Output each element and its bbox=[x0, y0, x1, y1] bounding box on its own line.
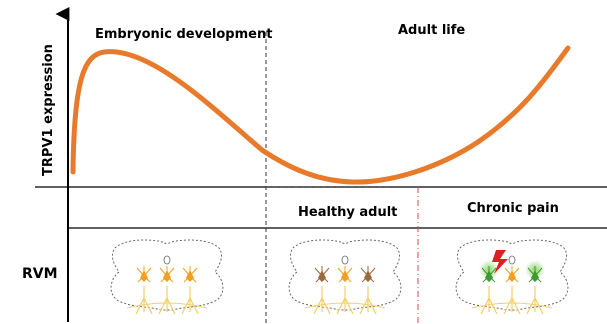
midline-ventricle bbox=[509, 256, 515, 264]
axon bbox=[481, 286, 497, 314]
y-axis-label: TRPV1 expression bbox=[41, 44, 56, 176]
axon bbox=[337, 286, 353, 314]
axon bbox=[360, 286, 376, 314]
healthy-adult-label: Healthy adult bbox=[298, 205, 397, 220]
neuron-soma bbox=[318, 270, 326, 282]
axon bbox=[504, 286, 520, 314]
axon bbox=[182, 286, 198, 314]
midline-ventricle bbox=[342, 256, 348, 264]
neuron-soma bbox=[364, 270, 372, 282]
axon bbox=[314, 286, 330, 314]
neuron-soma bbox=[341, 270, 349, 282]
rvm-panel-embryonic bbox=[111, 240, 223, 314]
neuron-soma bbox=[508, 270, 516, 282]
chronic-pain-label: Chronic pain bbox=[467, 201, 559, 216]
axon bbox=[159, 286, 175, 314]
rvm-label: RVM bbox=[22, 266, 58, 282]
rvm-panel-pain bbox=[456, 240, 568, 314]
trpv1-expression-curve bbox=[73, 48, 568, 182]
embryonic-label: Embryonic development bbox=[95, 27, 272, 42]
axon bbox=[527, 286, 543, 314]
adult-life-label: Adult life bbox=[398, 23, 465, 38]
neuron-soma bbox=[163, 270, 171, 282]
neuron-soma bbox=[186, 270, 194, 282]
axon bbox=[136, 286, 152, 314]
midline-ventricle bbox=[164, 256, 170, 264]
neuron-soma bbox=[140, 270, 148, 282]
rvm-panel-healthy bbox=[289, 240, 401, 314]
